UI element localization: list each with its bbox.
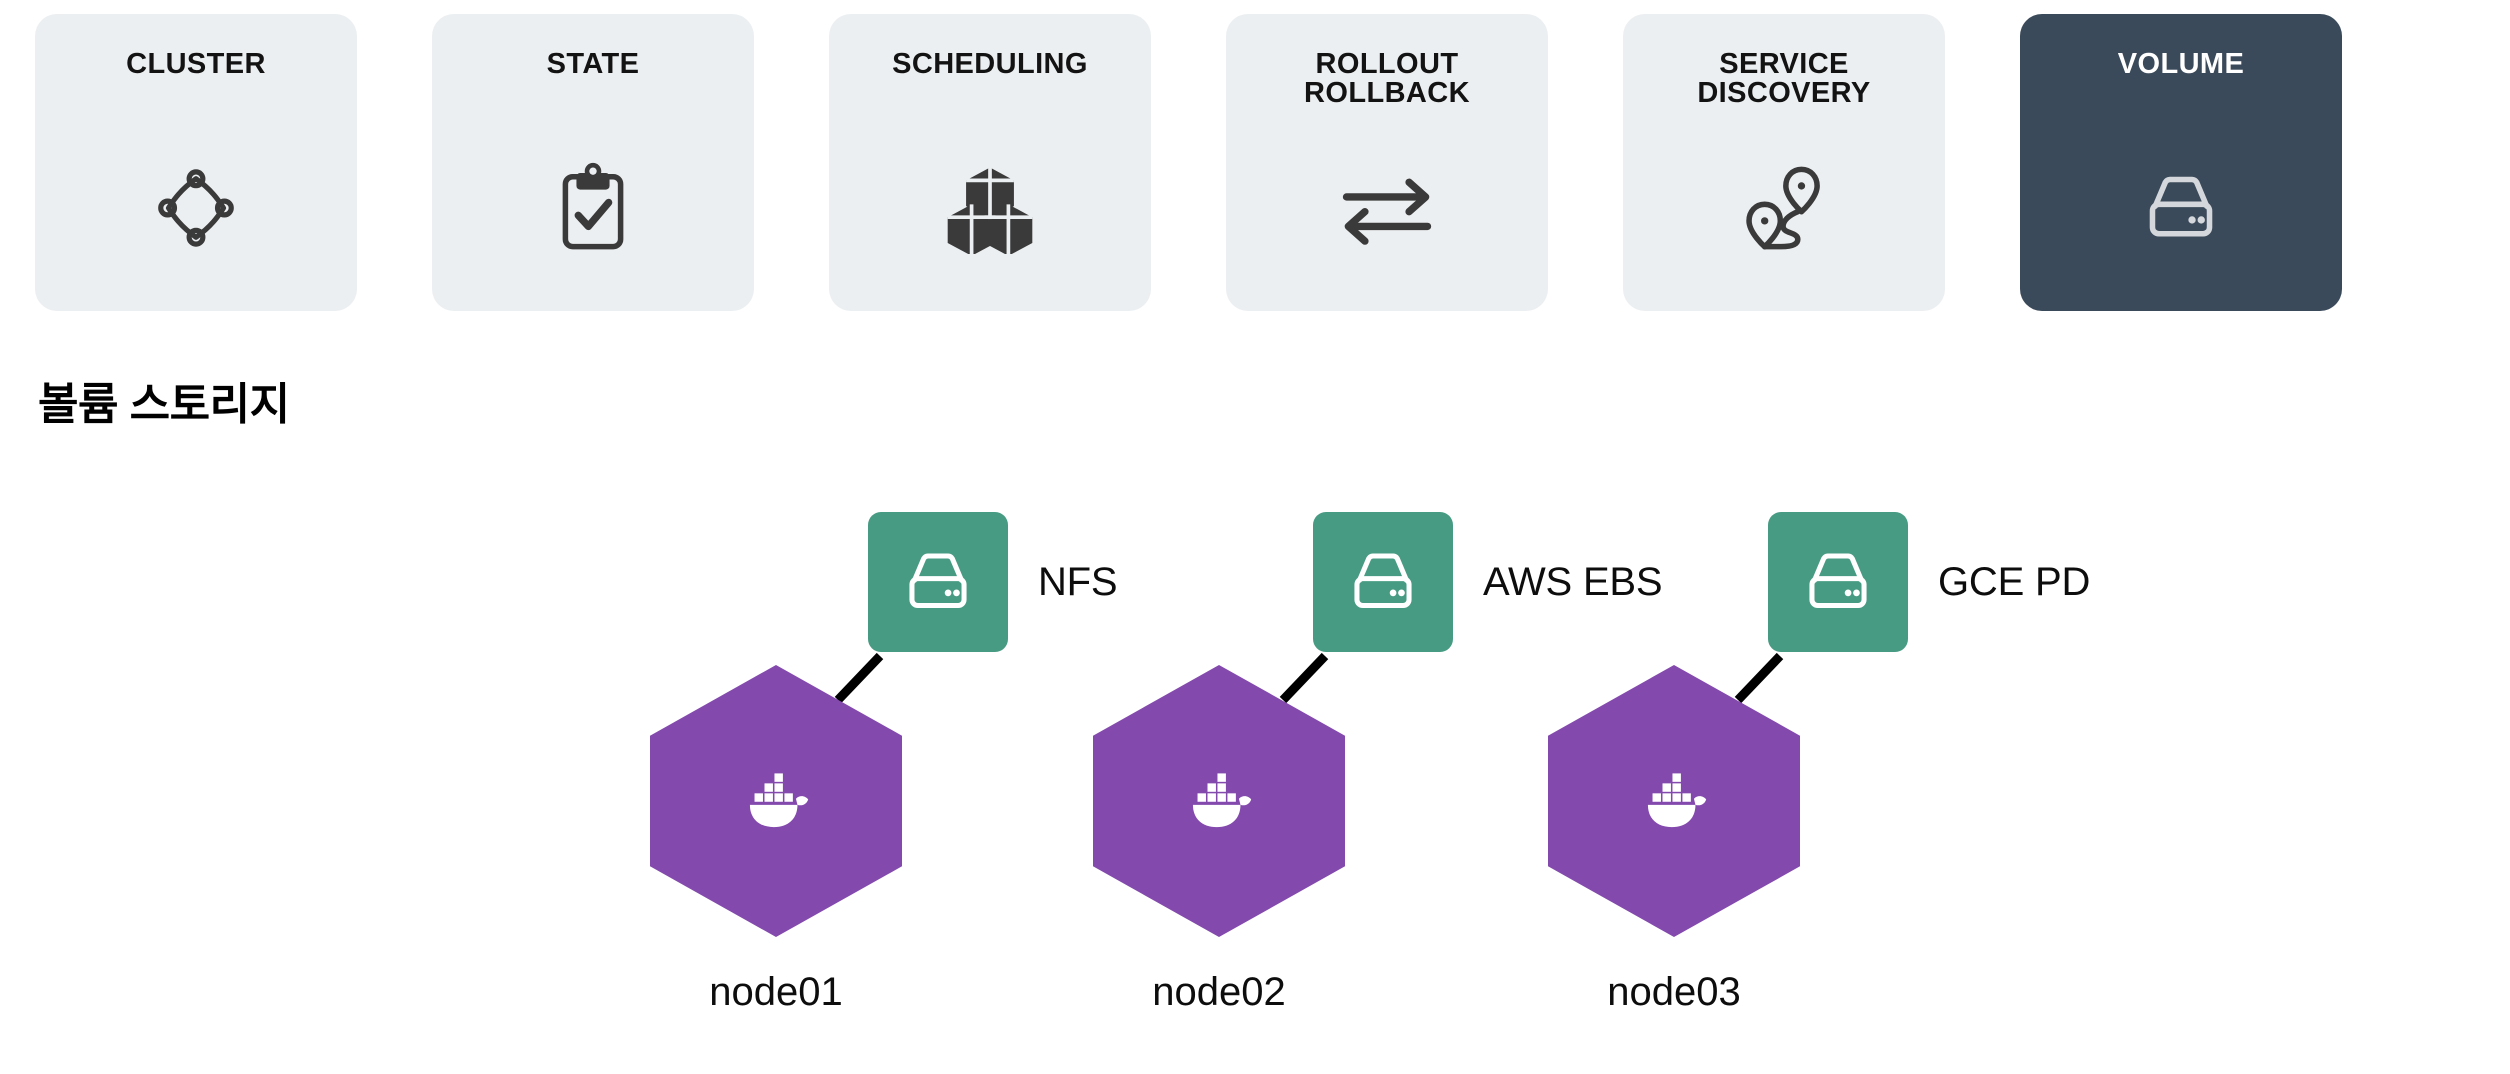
hard-drive-icon xyxy=(1354,553,1412,609)
topic-card-strip: CLUSTER STATE SCHEDULING xyxy=(35,14,2475,311)
connector-node03 xyxy=(1734,652,1784,704)
hard-drive-icon xyxy=(909,553,967,609)
topic-card-cluster[interactable]: CLUSTER xyxy=(35,14,357,311)
hard-drive-icon xyxy=(1809,553,1867,609)
page-title: 볼륨 스토리지 xyxy=(38,380,290,429)
node-label-node03: node03 xyxy=(1607,970,1741,1014)
swap-arrows-icon xyxy=(1341,162,1433,254)
topic-card-title: STATE xyxy=(546,48,640,80)
topic-card-title: SERVICE DISCOVERY xyxy=(1697,48,1871,109)
storage-label-gce-pd: GCE PD xyxy=(1938,560,2091,604)
route-pins-icon xyxy=(1738,162,1830,254)
topic-card-scheduling[interactable]: SCHEDULING xyxy=(829,14,1151,311)
topic-card-volume[interactable]: VOLUME xyxy=(2020,14,2342,311)
connector-node02 xyxy=(1279,652,1329,704)
docker-whale-icon xyxy=(1647,773,1707,828)
node-label-node01: node01 xyxy=(709,970,843,1014)
topic-card-title: ROLLOUT ROLLBACK xyxy=(1304,48,1470,109)
docker-whale-icon xyxy=(749,773,809,828)
hard-drive-icon xyxy=(2135,162,2227,254)
topic-card-state[interactable]: STATE xyxy=(432,14,754,311)
storage-label-nfs: NFS xyxy=(1038,560,1118,604)
topic-card-title: SCHEDULING xyxy=(892,48,1088,80)
topic-card-service-discovery[interactable]: SERVICE DISCOVERY xyxy=(1623,14,1945,311)
topic-card-rollout-rollback[interactable]: ROLLOUT ROLLBACK xyxy=(1226,14,1548,311)
node-hexagon-node02[interactable] xyxy=(1093,665,1345,937)
storage-box-aws-ebs[interactable] xyxy=(1313,512,1453,652)
node-hexagon-node01[interactable] xyxy=(650,665,902,937)
topic-card-title: VOLUME xyxy=(2117,48,2245,80)
node-label-node02: node02 xyxy=(1152,970,1286,1014)
storage-box-nfs[interactable] xyxy=(868,512,1008,652)
cluster-nodes-icon xyxy=(150,162,242,254)
clipboard-check-icon xyxy=(547,162,639,254)
stacked-cubes-icon xyxy=(944,162,1036,254)
volume-storage-diagram: NFS node01 xyxy=(0,460,2510,1074)
topic-card-title: CLUSTER xyxy=(126,48,266,80)
connector-node01 xyxy=(834,652,884,704)
storage-label-aws-ebs: AWS EBS xyxy=(1483,560,1663,604)
docker-whale-icon xyxy=(1192,773,1252,828)
storage-box-gce-pd[interactable] xyxy=(1768,512,1908,652)
node-hexagon-node03[interactable] xyxy=(1548,665,1800,937)
